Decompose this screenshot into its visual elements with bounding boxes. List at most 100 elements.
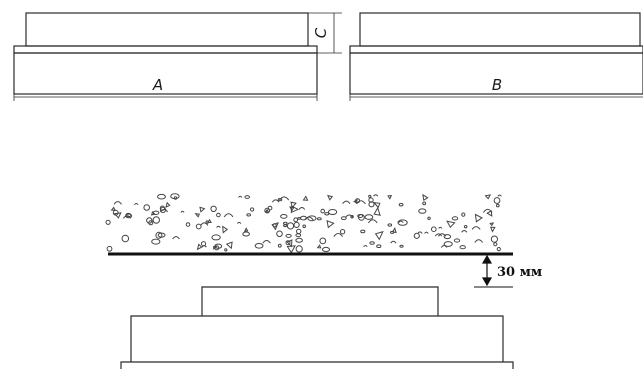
aggregate-pebble	[125, 212, 132, 218]
aggregate-pebble	[364, 214, 374, 220]
aggregate-pebble	[353, 199, 358, 204]
aggregate-pebble	[350, 215, 354, 219]
aggregate-pebble	[170, 193, 180, 200]
aggregate-pebble	[151, 238, 161, 245]
middle-block	[130, 315, 504, 362]
aggregate-pebble	[424, 231, 429, 234]
aggregate-pebble	[199, 206, 206, 213]
figure-a-width-dimension	[13, 94, 318, 101]
aggregate-pebble	[443, 241, 453, 247]
aggregate-pebble	[339, 229, 346, 235]
aggregate-pebble	[490, 235, 498, 243]
figure-b	[349, 12, 643, 101]
aggregate-pebble	[146, 217, 153, 224]
figure-b-top-block	[359, 12, 641, 47]
aggregate-pebble	[474, 239, 484, 243]
aggregate-pebble	[214, 245, 220, 251]
aggregate-pebble	[216, 212, 221, 218]
aggregate-pebble	[418, 208, 427, 214]
aggregate-pebble	[267, 205, 273, 211]
aggregate-pebble	[280, 214, 288, 219]
aggregate-pebble	[272, 223, 277, 228]
aggregate-pebble	[210, 205, 217, 213]
aggregate-pebble	[159, 206, 167, 213]
upper-block	[201, 286, 439, 316]
aggregate-pebble	[155, 231, 163, 239]
aggregate-pebble	[451, 216, 459, 221]
aggregate-pebble	[399, 244, 404, 248]
aggregate-pebble	[302, 224, 307, 229]
aggregate-pebble	[214, 243, 223, 249]
aggregate-pebble	[113, 212, 122, 219]
aggregate-pebble	[372, 201, 381, 209]
aggregate-pebble	[121, 234, 130, 243]
figure-a-plate	[13, 45, 318, 54]
aggregate-pebble	[194, 213, 201, 218]
gap-label: 30 мм	[497, 265, 542, 280]
aggregate-pebble	[276, 230, 283, 238]
aggregate-pebble	[496, 203, 500, 208]
aggregate-pebble	[398, 220, 404, 223]
aggregate-pebble	[387, 223, 393, 227]
aggregate-pebble	[443, 234, 452, 240]
aggregate-pebble	[180, 210, 185, 213]
aggregate-pebble	[195, 223, 202, 230]
aggregate-pebble	[374, 230, 384, 241]
aggregate-pebble	[157, 193, 166, 200]
aggregate-pebble	[298, 207, 306, 210]
aggregate-pebble	[289, 206, 295, 212]
aggregate-pebble	[238, 195, 243, 198]
aggregate-pebble	[368, 194, 372, 198]
aggregate-pebble	[461, 229, 468, 233]
aggregate-layer	[105, 193, 502, 254]
aggregate-pebble	[397, 219, 408, 226]
figure-b-plate	[349, 45, 643, 54]
aggregate-pebble	[390, 230, 395, 234]
figure-b-base	[349, 52, 643, 95]
aggregate-pebble	[344, 214, 354, 219]
aggregate-pebble	[422, 193, 429, 202]
aggregate-pebble	[205, 220, 209, 224]
figure-b-label: B	[492, 76, 502, 94]
aggregate-pebble	[264, 207, 271, 214]
aggregate-pebble	[326, 220, 335, 229]
aggregate-pebble	[236, 221, 242, 224]
aggregate-pebble	[105, 219, 111, 225]
aggregate-pebble	[422, 201, 427, 206]
aggregate-pebble	[398, 203, 404, 207]
figure-a-height-label: C	[312, 27, 330, 38]
aggregate-pebble	[290, 201, 297, 209]
aggregate-pebble	[152, 210, 160, 216]
aggregate-pebble	[246, 213, 251, 217]
aggregate-pebble	[434, 233, 443, 237]
aggregate-pebble	[277, 198, 283, 202]
stacked-blocks	[120, 286, 514, 369]
aggregate-pebble	[200, 241, 207, 247]
aggregate-pebble	[327, 194, 334, 201]
aggregate-pebble	[471, 226, 481, 230]
aggregate-pebble	[489, 226, 496, 233]
aggregate-pebble	[223, 213, 234, 218]
aggregate-pebble	[489, 222, 495, 227]
aggregate-pebble	[437, 233, 447, 237]
aggregate-pebble	[243, 227, 249, 232]
aggregate-pebble	[296, 228, 302, 235]
aggregate-pebble	[360, 229, 366, 234]
aggregate-pebble	[295, 237, 303, 243]
aggregate-pebble	[446, 220, 456, 229]
lower-block	[120, 361, 514, 369]
aggregate-pebble	[320, 208, 326, 214]
aggregate-pebble	[271, 199, 280, 203]
aggregate-pebble	[356, 200, 366, 205]
aggregate-pebble	[453, 238, 461, 243]
aggregate-pebble	[486, 210, 493, 217]
aggregate-pebble	[295, 245, 303, 253]
aggregate-pebble	[496, 247, 501, 252]
aggregate-pebble	[413, 232, 420, 239]
aggregate-pebble	[196, 243, 203, 251]
aggregate-pebble	[216, 225, 221, 228]
aggregate-pebble	[333, 233, 344, 237]
aggregate-pebble	[493, 242, 498, 247]
aggregate-pebble	[106, 245, 113, 252]
